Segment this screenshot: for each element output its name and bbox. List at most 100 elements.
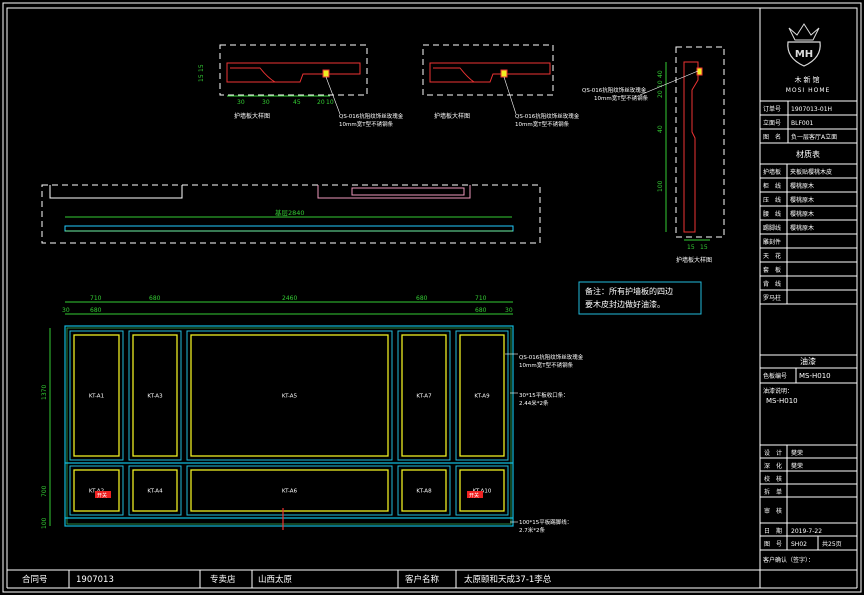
panel-label: KT-A4 (147, 489, 163, 495)
material-label: 罗马柱 (763, 294, 781, 302)
detailer-value: 樊荣 (791, 462, 803, 470)
panel-frame (69, 330, 124, 461)
order-no-label: 订单号 (763, 105, 781, 113)
materials-title: 材质表 (796, 149, 820, 159)
switch-tag-right-label: 开关 (469, 492, 479, 499)
panel-molding (401, 334, 447, 457)
dim-30b: 30 (262, 99, 270, 106)
elev-sub-680b: 680 (475, 307, 487, 314)
material-value: 樱桃原木 (790, 182, 814, 190)
finish-note-value: MS-H010 (766, 397, 798, 405)
dim-v40a: 40 (657, 70, 664, 78)
detail-title-middle: 护墙板大样图 (434, 112, 470, 120)
switch-tag-left (95, 491, 111, 498)
panel-molding (73, 334, 120, 457)
callout2-line2: 2.44米*2条 (519, 399, 549, 407)
panel-molding (190, 334, 389, 457)
logo-name-cn: 木新馆 (795, 75, 822, 84)
dim-v100: 100 (657, 180, 664, 192)
finish-title: 油漆 (800, 356, 816, 366)
sheet-value: SH02 (791, 541, 807, 548)
material-label: 套 板 (763, 266, 781, 274)
panel-frame (69, 465, 124, 516)
elev-sub-30b: 30 (505, 307, 513, 314)
panel-frame (186, 330, 393, 461)
panel-molding (459, 469, 505, 512)
dim-15b: 15 (198, 74, 205, 82)
detail-title-left: 护墙板大样图 (234, 112, 270, 120)
color-value: MS-H010 (799, 372, 831, 380)
panel-molding (401, 469, 447, 512)
switch-tag-right (467, 491, 483, 498)
finish-note-label: 油漆说明： (763, 387, 793, 395)
dim-45: 45 (293, 99, 301, 106)
panel-frame (455, 465, 509, 516)
finish-table (760, 354, 857, 384)
elev-dim-2460: 2460 (282, 295, 297, 302)
store-value: 山西太原 (258, 574, 292, 585)
color-label: 色板编号 (763, 372, 787, 380)
drawing-name-value: 负一层客厅A立面 (791, 133, 837, 141)
store-label: 专卖店 (210, 574, 236, 585)
material-value: 樱桃原木 (790, 224, 814, 232)
panel-molding (459, 334, 505, 457)
dim-b15a: 15 (687, 244, 695, 251)
panel-molding (132, 334, 178, 457)
date-value: 2019-7-22 (791, 528, 822, 535)
material-label: 踢脚线 (763, 224, 781, 232)
panel-label: KT-A9 (474, 394, 490, 400)
note-line1: 备注：所有护墙板的四边 (585, 286, 673, 296)
panel-frame (186, 465, 393, 516)
monogram-icon: MH (795, 49, 813, 60)
logo-name-en: MOSI HOME (786, 87, 831, 94)
switch-tag-left-label: 开关 (97, 492, 107, 499)
dim-15a: 15 (198, 64, 205, 72)
contract-value: 1907013 (76, 575, 114, 585)
crown-icon (788, 23, 820, 41)
splitter-label: 拆 单 (764, 488, 782, 496)
material-label: 柜 线 (763, 182, 781, 190)
panel-frame (128, 465, 182, 516)
callout3-line1: 100*15平板踢脚线： (519, 518, 572, 526)
elev-dim-680b: 680 (416, 295, 428, 302)
elev-dim-710b: 710 (475, 295, 487, 302)
designer-value: 樊荣 (791, 449, 803, 457)
dim-v20: 20 (657, 90, 664, 98)
client-value: 太原颐和天成37-1李总 (464, 574, 552, 585)
note-line2: 要木皮封边做好油漆。 (585, 299, 665, 309)
material-value: 夹板贴樱桃木皮 (790, 168, 832, 176)
elev-dim-100: 100 (41, 517, 48, 529)
bottom-bar (6, 570, 858, 589)
elev-dim-700: 700 (41, 485, 48, 497)
elev-dim-680a: 680 (149, 295, 161, 302)
dim-20: 20 (317, 99, 325, 106)
elevation-no-label: 立面号 (763, 119, 781, 127)
part-note-left-1: QS-016抗阻纹饰丝玫瑰金 (339, 112, 404, 120)
callout1-line1: QS-016抗阻纹饰丝玫瑰金 (519, 353, 584, 361)
panel-detail-left: 30 30 45 20 10 15 15 护墙板大样图 QS-016抗阻纹饰丝玫… (198, 44, 404, 128)
shield-icon (787, 41, 821, 67)
material-label: 压 线 (763, 196, 781, 204)
panel-label: KT-A3 (147, 394, 163, 400)
material-label: 天 花 (763, 252, 781, 260)
material-value: 樱桃原木 (790, 210, 814, 218)
material-label: 雕刻件 (763, 238, 781, 246)
callout1-line2: 10mm宽T型不锈钢条 (519, 361, 574, 369)
dim-10: 10 (326, 99, 334, 106)
elev-dim-710a: 710 (90, 295, 102, 302)
date-label: 日 期 (764, 527, 782, 535)
panel-molding (132, 469, 178, 512)
dim-v40b: 40 (657, 125, 664, 133)
panel-frame (397, 330, 451, 461)
detailer-label: 深 化 (764, 462, 782, 470)
panel-detail-middle: 护墙板大样图 QS-016抗阻纹饰丝玫瑰金 10mm宽T型不锈钢条 (422, 44, 580, 128)
sheet-label: 图 号 (764, 541, 782, 548)
callout2-line1: 30*15平板收口条： (519, 391, 569, 399)
panel-label: KT-A7 (416, 394, 432, 400)
material-label: 腰 线 (763, 210, 781, 218)
material-value: 樱桃原木 (790, 196, 814, 204)
elev-dim-1370: 1370 (41, 385, 48, 400)
inner-frame (6, 7, 858, 571)
part-note-left-2: 10mm宽T型不锈钢条 (339, 120, 394, 128)
